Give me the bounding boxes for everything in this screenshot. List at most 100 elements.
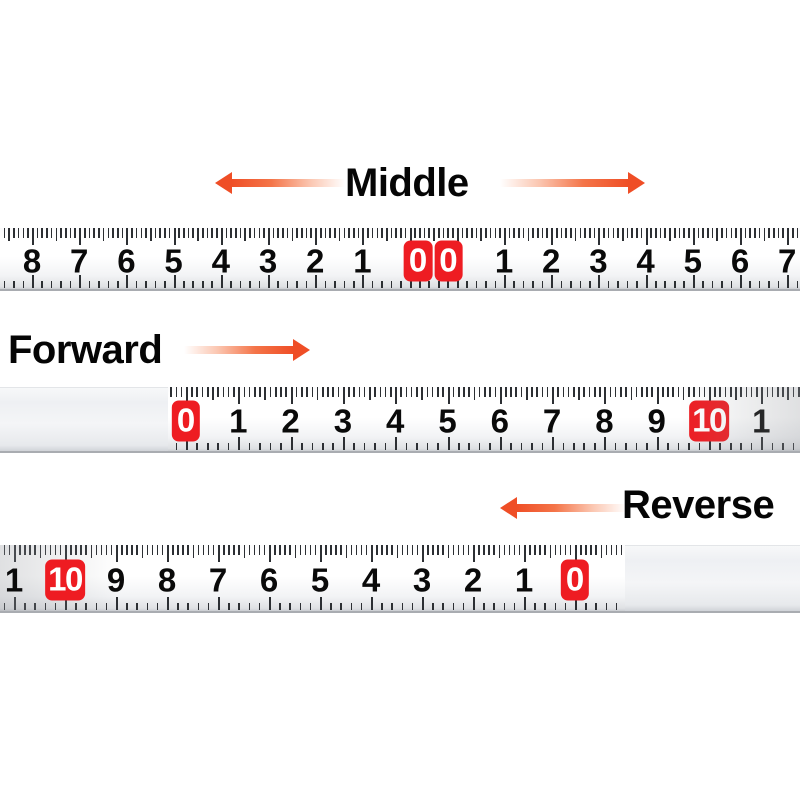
tick-mark xyxy=(761,437,764,450)
tick-mark xyxy=(735,228,737,238)
tick-mark xyxy=(508,228,511,238)
tick-mark xyxy=(416,545,419,555)
tick-mark xyxy=(725,228,728,238)
tick-mark xyxy=(384,443,387,450)
tick-row-top xyxy=(168,387,800,404)
tick-mark xyxy=(8,545,11,555)
tick-mark xyxy=(136,545,138,555)
tick-mark xyxy=(85,603,87,610)
tick-mark xyxy=(625,443,627,450)
tick-mark xyxy=(112,228,114,238)
tick-mark xyxy=(212,545,215,555)
tick-mark xyxy=(787,228,790,245)
tick-mark xyxy=(617,281,619,288)
tick-mark xyxy=(555,228,558,238)
tick-mark xyxy=(363,443,366,450)
tape-number: 6 xyxy=(259,561,279,599)
tick-mark xyxy=(381,228,383,238)
tick-mark xyxy=(196,443,199,450)
tick-mark xyxy=(253,545,256,555)
tick-mark xyxy=(626,281,629,288)
tick-mark xyxy=(730,281,733,288)
tick-mark xyxy=(570,228,572,238)
tick-mark xyxy=(79,275,82,288)
tick-mark xyxy=(220,228,223,245)
tick-mark xyxy=(197,545,200,555)
tick-mark xyxy=(116,281,119,288)
arrow-shaft xyxy=(184,346,294,354)
tick-mark xyxy=(332,443,335,450)
tick-mark xyxy=(641,387,643,397)
tick-mark xyxy=(489,228,492,238)
tick-mark xyxy=(721,281,723,288)
tick-mark xyxy=(206,443,209,450)
tick-mark xyxy=(299,603,302,610)
tick-mark xyxy=(36,228,39,238)
tick-mark xyxy=(510,387,512,397)
tick-mark xyxy=(626,228,629,238)
tick-mark xyxy=(494,387,497,397)
tick-mark xyxy=(667,443,669,450)
tick-mark xyxy=(332,387,335,397)
tick-mark xyxy=(579,281,582,288)
tick-mark xyxy=(319,228,322,238)
tick-mark xyxy=(574,228,577,242)
tick-mark xyxy=(282,228,284,238)
tick-mark xyxy=(225,228,228,238)
tick-mark xyxy=(588,281,591,288)
tick-mark xyxy=(207,603,210,610)
tick-mark xyxy=(141,545,144,559)
tick-mark xyxy=(529,545,531,555)
tick-mark xyxy=(93,228,95,238)
tick-mark xyxy=(301,387,303,397)
tick-mark xyxy=(483,603,485,610)
tick-mark xyxy=(243,545,246,559)
tick-mark xyxy=(3,545,6,555)
tick-mark xyxy=(645,228,648,245)
tick-mark xyxy=(371,228,374,238)
tick-mark xyxy=(146,603,149,610)
tick-mark xyxy=(437,443,439,450)
tick-mark xyxy=(513,603,516,610)
tick-mark xyxy=(49,545,52,555)
tick-mark xyxy=(575,545,577,562)
tick-mark xyxy=(782,387,784,397)
tick-mark xyxy=(248,387,251,397)
tick-mark xyxy=(456,275,459,288)
tick-mark xyxy=(559,545,562,555)
tick-mark xyxy=(334,281,336,288)
tick-mark xyxy=(499,228,501,238)
tick-mark xyxy=(484,387,486,397)
tick-mark xyxy=(603,228,605,238)
tick-mark xyxy=(740,275,742,288)
tick-mark xyxy=(721,228,723,238)
tick-mark xyxy=(518,545,521,555)
tick-mark xyxy=(258,281,261,288)
tick-mark xyxy=(85,545,87,555)
tick-mark xyxy=(90,545,93,559)
tick-mark xyxy=(452,228,454,238)
tick-mark xyxy=(437,281,440,288)
tick-mark xyxy=(537,228,539,238)
tick-mark xyxy=(552,437,555,450)
tick-mark xyxy=(156,545,159,555)
tick-mark xyxy=(531,387,533,397)
tick-mark xyxy=(579,228,582,238)
tick-mark xyxy=(756,387,758,397)
tick-mark xyxy=(32,228,34,245)
tick-mark xyxy=(475,228,478,238)
tick-mark xyxy=(343,281,346,288)
tick-mark xyxy=(168,228,171,238)
tick-mark xyxy=(468,443,470,450)
tick-mark xyxy=(610,545,613,555)
tick-mark xyxy=(541,228,544,238)
tick-mark xyxy=(212,387,214,401)
tick-mark xyxy=(70,545,72,555)
tick-mark xyxy=(702,281,704,288)
tick-mark xyxy=(105,603,108,610)
tick-mark xyxy=(688,443,690,450)
tick-mark xyxy=(541,443,544,450)
tick-mark xyxy=(792,387,795,397)
